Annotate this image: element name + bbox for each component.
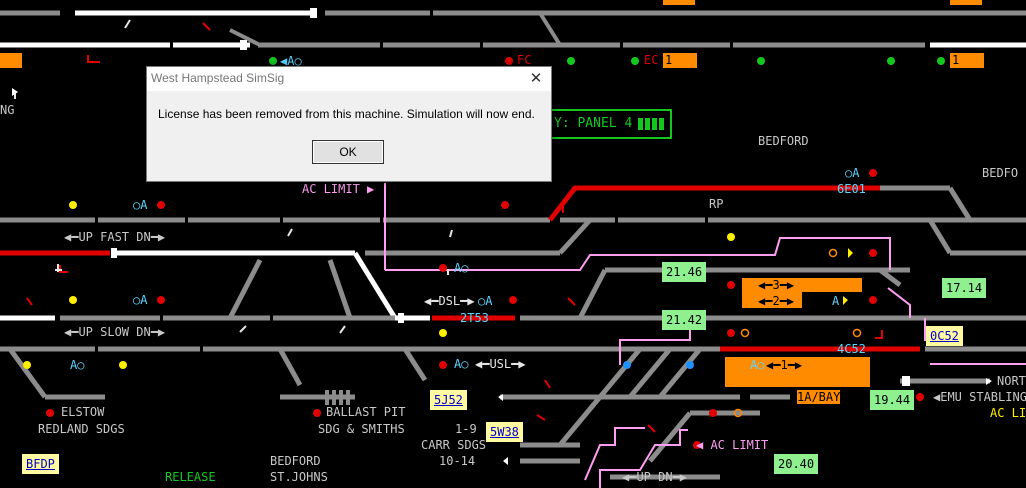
label-rp: RP — [709, 197, 724, 211]
label-bedford-right: BEDFO — [982, 166, 1019, 180]
label-carr-10-14: 10-14 — [439, 454, 476, 468]
dialog-message: License has been removed from this machi… — [158, 107, 535, 121]
berth-4c52[interactable]: 4C52 — [837, 342, 866, 356]
label-sdg-smiths: SDG & SMITHS — [318, 422, 405, 436]
signal-a9: A○ — [750, 358, 765, 372]
label-carr-sdgs: CARR SDGS — [421, 438, 487, 452]
label-bedford-stjohns-1: BEDFORD — [270, 454, 321, 468]
link-5w38[interactable]: 5W38 — [486, 422, 523, 442]
label-up-fast-dn: ◀━UP FAST DN━▶ — [64, 230, 166, 244]
time-box-21-42[interactable]: 21.42 — [662, 310, 707, 330]
label-redland-sdgs: REDLAND SDGS — [38, 422, 125, 436]
label-up-dn-bottom: ◀━UP DN━▶ — [622, 470, 688, 484]
link-bfdp[interactable]: BFDP — [22, 454, 59, 474]
label-usl: ◀━USL━▶ — [475, 357, 526, 371]
time-box-17-14[interactable]: 17.14 — [942, 278, 987, 298]
berth-orange-2[interactable]: ◀━2━▶ — [758, 294, 795, 308]
close-icon[interactable]: ✕ — [529, 70, 543, 87]
dialog-titlebar[interactable]: West Hampstead SimSig ✕ — [147, 67, 551, 91]
label-ballast-pit: BALLAST PIT — [326, 405, 406, 419]
panel-4-indicator: Y: PANEL 4 — [548, 109, 672, 139]
signal-a7: A○ — [70, 358, 85, 372]
label-north: NORT — [997, 374, 1026, 388]
signal-a8: A○ — [454, 357, 469, 371]
signal-fc: FC — [517, 53, 532, 67]
label-carr-1-9: 1-9 — [455, 422, 477, 436]
dialog-title: West Hampstead SimSig — [151, 71, 285, 85]
label-up-slow-dn: ◀━UP SLOW DN━▶ — [64, 325, 166, 339]
berth-6e01[interactable]: 6E01 — [837, 182, 866, 196]
label-dsl: ◀━DSL━▶ — [424, 294, 475, 308]
signal-a4: ○A — [845, 166, 860, 180]
label-bedford-stjohns-2: ST.JOHNS — [270, 470, 328, 484]
label-elstow: ELSTOW — [61, 405, 105, 419]
signal-ec: EC — [644, 53, 659, 67]
label-emu-stabling: ◀EMU STABLING — [933, 390, 1026, 404]
label-release: RELEASE — [165, 470, 216, 484]
link-5j52[interactable]: 5J52 — [430, 390, 467, 410]
berth-orange-1-mid[interactable]: ◀━1━▶ — [766, 358, 803, 372]
signal-a1: ◀A○ — [280, 54, 302, 68]
signal-a2: ○A — [133, 198, 148, 212]
berth-orange-1a[interactable]: 1 — [663, 53, 697, 68]
time-box-20-40[interactable]: 20.40 — [774, 454, 819, 474]
panel-bars-icon — [638, 117, 667, 130]
signal-a10: A — [832, 294, 840, 308]
ok-button[interactable]: OK — [312, 140, 384, 164]
link-0c52[interactable]: 0C52 — [926, 326, 963, 346]
berth-2t53[interactable]: 2T53 — [460, 311, 489, 325]
signal-a6: ○A — [478, 294, 493, 308]
time-box-19-44[interactable]: 19.44 — [870, 390, 915, 410]
label-ng: NG — [0, 103, 15, 117]
signal-a5: A○ — [454, 261, 469, 275]
label-ac-limit-bottom: ◀ AC LIMIT — [696, 438, 769, 452]
berth-orange-1b[interactable]: 1 — [950, 53, 984, 68]
label-ac-li: AC LI — [990, 406, 1026, 420]
time-box-21-46[interactable]: 21.46 — [662, 262, 707, 282]
berth-orange-3[interactable]: ◀━3━▶ — [758, 278, 795, 292]
label-bedford-top: BEDFORD — [758, 134, 809, 148]
label-ac-limit-top: AC LIMIT ▶ — [302, 182, 375, 196]
license-dialog: West Hampstead SimSig ✕ License has been… — [146, 66, 552, 182]
signal-a3: ○A — [133, 293, 148, 307]
label-1a-bay: 1A/BAY — [797, 390, 841, 404]
